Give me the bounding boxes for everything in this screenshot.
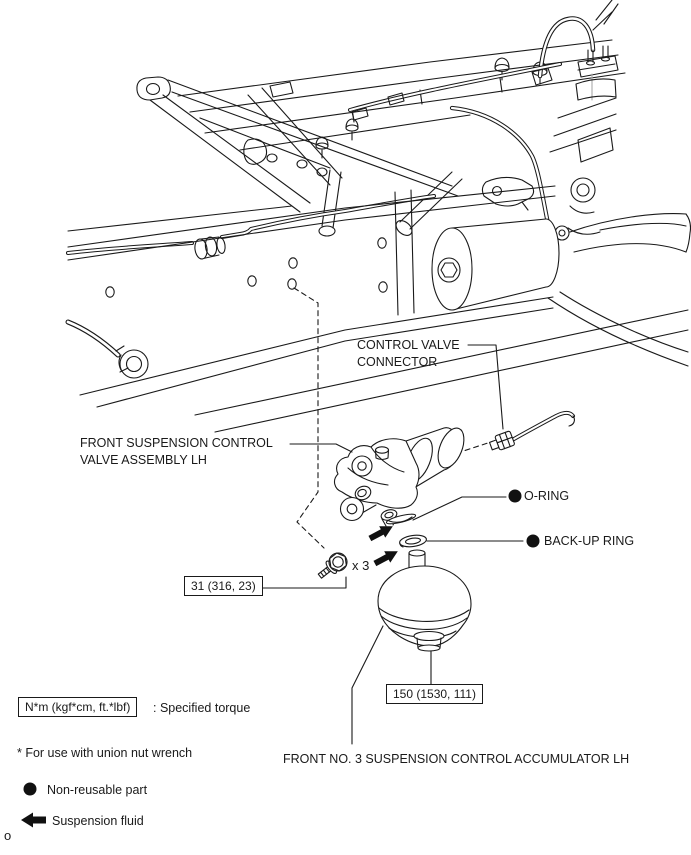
sway-bar-links [318,169,535,237]
frame-cross-structure [177,39,626,186]
o-ring-part [385,513,417,525]
legend-torque-meaning: : Specified torque [153,701,251,715]
backup-ring-nonreusable-bullet-icon [526,534,540,548]
accumulator-torque-box: 150 (1530, 111) [386,684,483,704]
accumulator-part [377,549,472,652]
frame-upper-left-rail [136,76,459,213]
legend-torque-unit-box: N*m (kgf*cm, ft.*lbf) [18,697,138,717]
mounting-bolt-part [317,552,348,579]
accumulator-label: FRONT NO. 3 SUSPENSION CONTROL ACCUMULAT… [283,752,630,766]
legend-nonreusable-text: Non-reusable part [47,783,148,797]
legend-nonreusable-bullet-icon [23,782,37,796]
frame-hydraulic-pipes [66,62,562,260]
fluid-direction-arrow-icons [368,526,398,567]
control-valve-connector-label-line1: CONTROL VALVE [357,338,460,352]
bolt-count-label: x 3 [352,558,370,573]
banjo-hose-fitting [65,319,149,379]
valve-assembly-label: FRONT SUSPENSION CONTROL VALVE ASSEMBLY … [80,435,273,468]
valve-assembly-label-line1: FRONT SUSPENSION CONTROL [80,436,273,450]
legend-fluid-left-arrow-icon [21,812,46,828]
valve-assembly-label-line2: VALVE ASSEMBLY LH [80,452,207,467]
mounting-dashed-line [293,287,325,549]
legend-fluid-text: Suspension fluid [52,814,144,828]
backup-ring-label: BACK-UP RING [544,534,635,548]
valve-bolt-torque-box: 31 (316, 23) [184,576,263,596]
legend-union-note: * For use with union nut wrench [17,746,193,760]
control-valve-connector-part [488,411,575,451]
frame-canister [431,218,560,311]
control-valve-connector-label: CONTROL VALVE CONNECTOR [357,337,460,370]
leader-lines [257,344,524,745]
frame-side-rail-web [67,185,689,433]
o-ring-nonreusable-bullet-icon [508,489,522,503]
connector-dashed-line [447,440,495,457]
control-valve-assembly [333,427,465,527]
o-ring-label: O-RING [524,489,570,503]
control-valve-connector-label-line2: CONNECTOR [357,354,438,369]
page-mark: o [4,828,12,843]
backup-ring-part [399,534,427,548]
frame-right-machinery [539,0,691,367]
